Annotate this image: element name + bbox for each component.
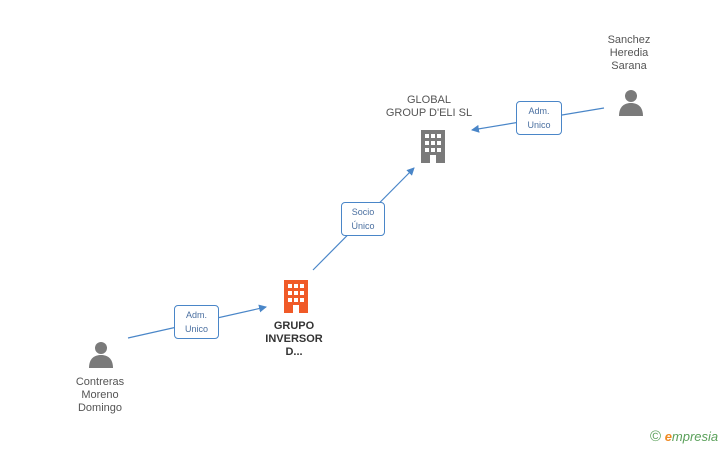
edge-badge-line: Unico [184,324,208,334]
edge-badge-sanchez-global[interactable]: Adm. Unico [516,101,562,135]
edge-badge-line: Adm. [185,310,207,320]
node-label-line: INVERSOR [265,333,323,345]
person-icon[interactable] [87,340,115,368]
node-label-grupo[interactable]: GRUPO INVERSOR D... [254,320,334,359]
edge-badge-grupo-global[interactable]: Socio Único [341,202,385,236]
node-label-line: Heredia [609,47,649,59]
node-label-line: Contreras [75,376,125,388]
building-icon-main[interactable] [280,280,312,313]
node-label-line: Domingo [77,402,123,414]
edge-badge-line: Socio [351,207,375,217]
person-icon[interactable] [617,88,645,116]
node-label-line: GRUPO [273,320,315,332]
node-label-sanchez[interactable]: Sanchez Heredia Sarana [590,34,668,73]
node-label-line: D... [285,346,303,358]
node-label-line: Sarana [611,60,647,72]
node-label-global[interactable]: GLOBAL GROUP D'ELI SL [374,94,484,120]
node-label-contreras[interactable]: Contreras Moreno Domingo [60,376,140,415]
brand-initial: e [664,429,672,444]
watermark: © empresia [650,428,718,445]
brand-name: mpresia [671,429,719,444]
node-label-line: GLOBAL [406,94,452,106]
node-label-line: GROUP D'ELI SL [385,107,473,119]
edge-badge-line: Adm. [528,106,550,116]
edge-badge-contreras-grupo[interactable]: Adm. Unico [174,305,219,339]
edge-badge-line: Único [351,221,375,231]
node-label-line: Sanchez [607,34,651,46]
node-label-line: Moreno [81,389,119,401]
edge-badge-line: Unico [527,120,551,130]
copyright-symbol: © [650,428,662,445]
brand-logo: empresia [665,429,718,444]
building-icon[interactable] [417,130,449,163]
